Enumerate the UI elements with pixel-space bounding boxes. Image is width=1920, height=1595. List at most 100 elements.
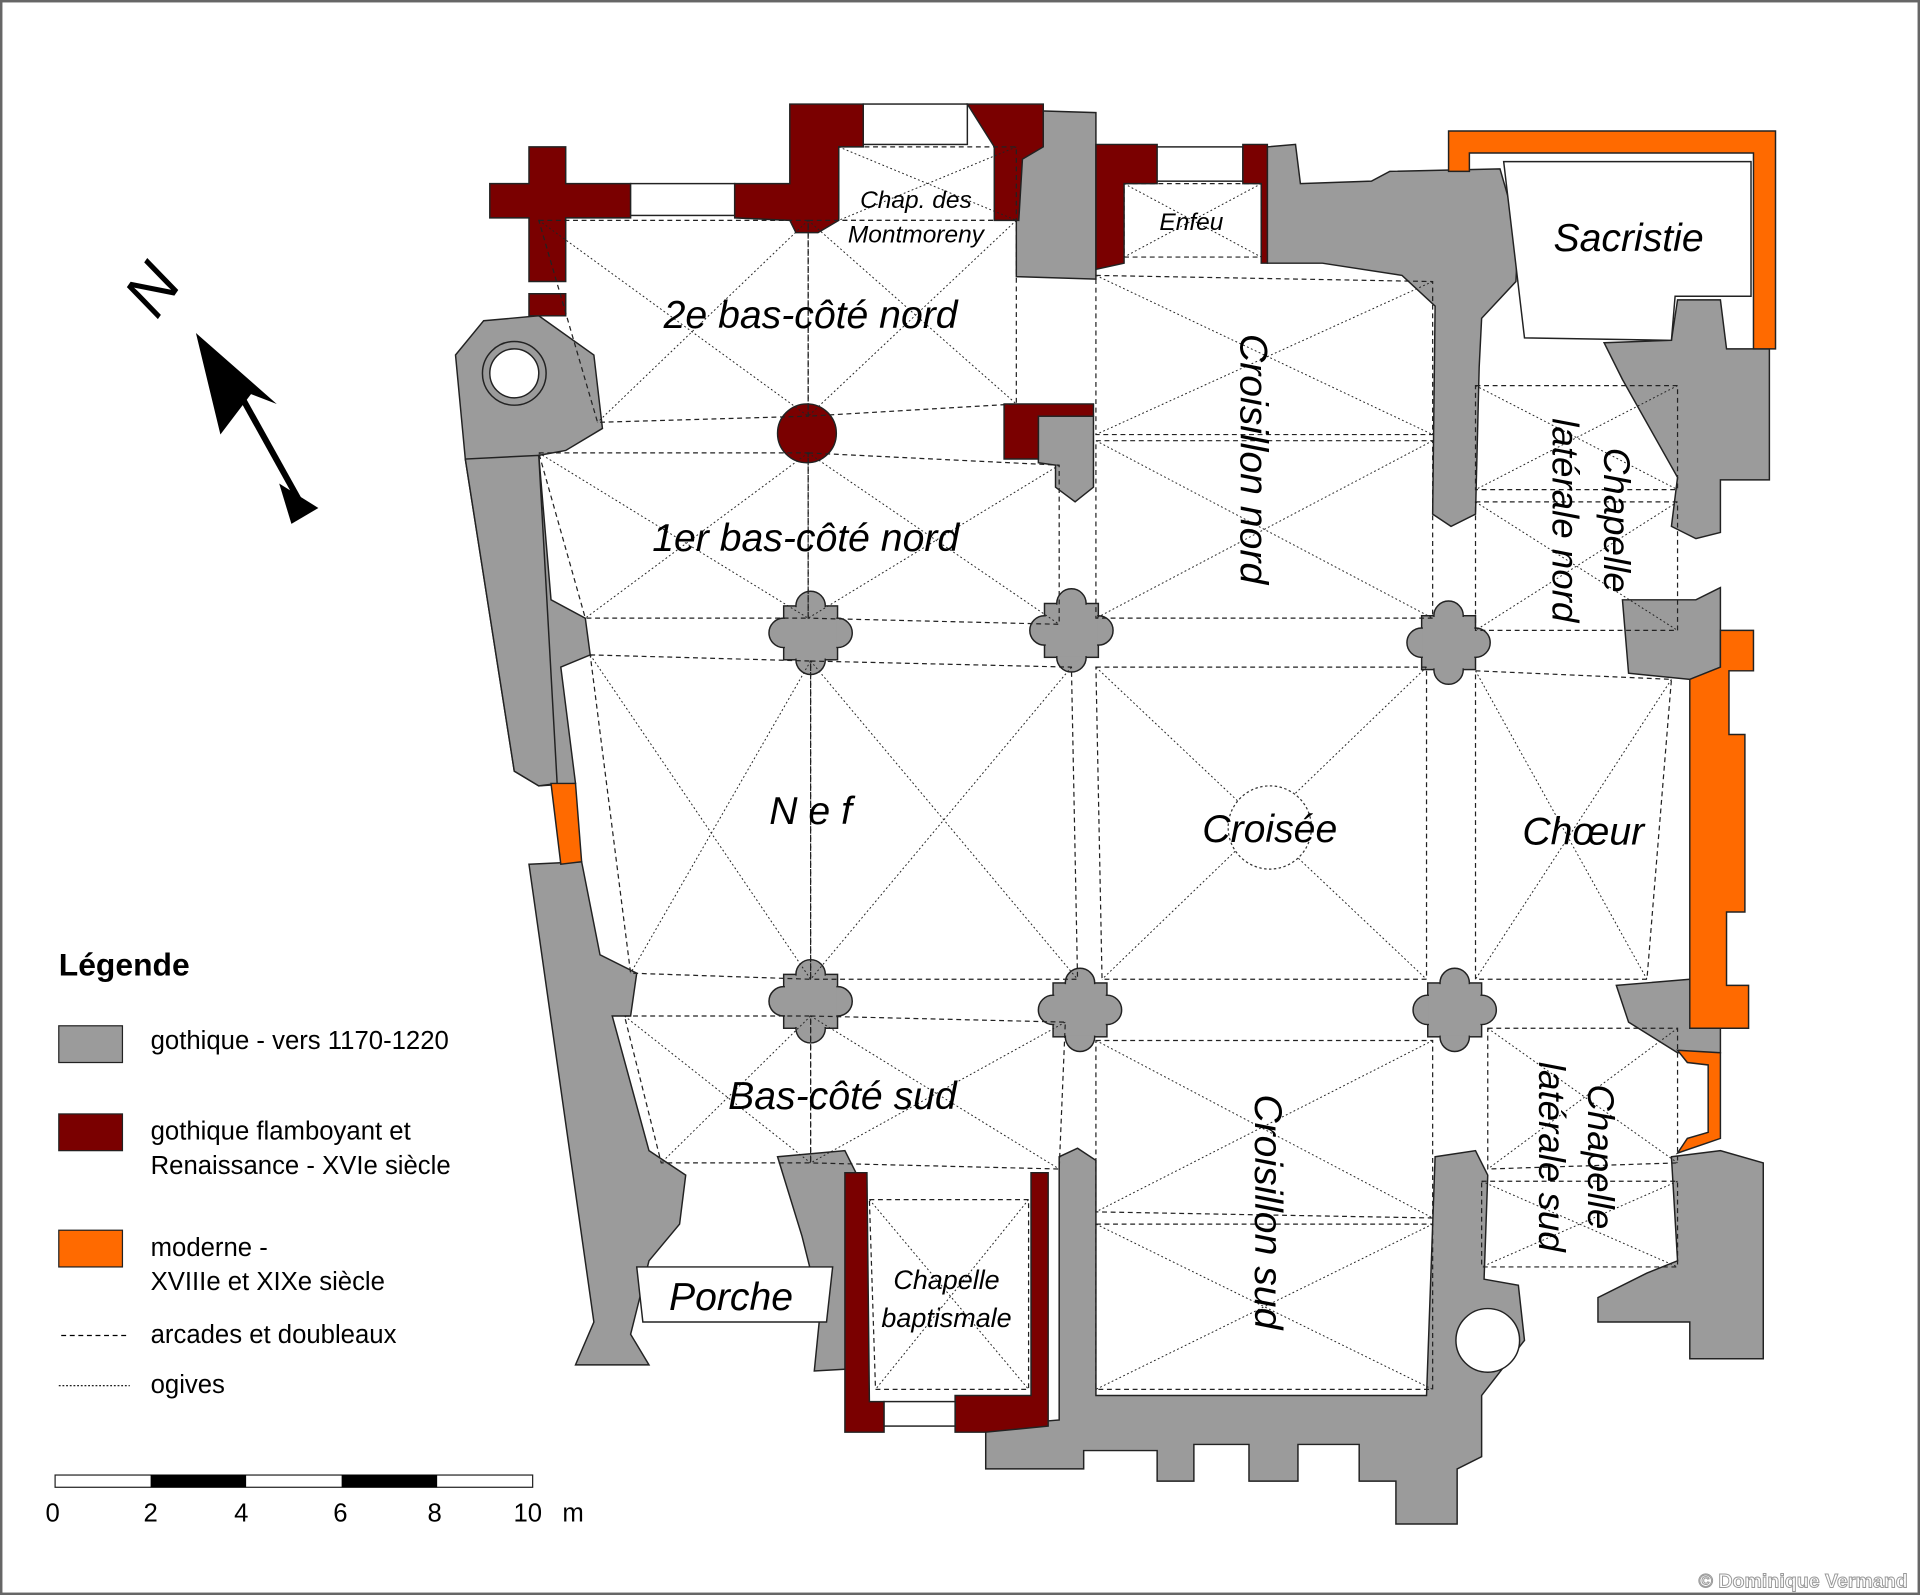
- label-chapelle-laterale-nord-1: Chapelle: [1596, 448, 1637, 593]
- pier-0: [768, 590, 853, 676]
- ogive-line: [875, 1199, 1029, 1390]
- vault-bay-17: [1481, 1180, 1679, 1268]
- ogive-line: [1487, 1027, 1678, 1164]
- scale-tick-4: 4: [234, 1500, 248, 1528]
- label-bas-cote-sud: Bas-côté sud: [728, 1075, 958, 1118]
- label-enfeu: Enfeu: [1159, 209, 1223, 236]
- legend-label-flamboyant-2: Renaissance - XVIe siècle: [151, 1152, 451, 1180]
- ogive-line: [1481, 1180, 1678, 1268]
- ogive-line: [1487, 1027, 1678, 1170]
- credit: © Dominique Vermand: [1699, 1571, 1908, 1593]
- legend-title: Légende: [59, 947, 190, 983]
- sacristie-room: [1502, 160, 1752, 342]
- ogive-line: [630, 660, 812, 974]
- ogive-line: [810, 1021, 1066, 1164]
- pier-4: [1037, 967, 1123, 1053]
- ogive-line: [869, 1199, 1029, 1390]
- ogive-line: [1095, 1040, 1433, 1213]
- north-arrow-head-icon: [195, 332, 277, 435]
- label-croisee: Croisée: [1202, 808, 1337, 851]
- label-chapelle-laterale-sud-1: Chapelle: [1580, 1084, 1621, 1229]
- ogive-line: [807, 464, 1060, 619]
- walls-moderne: [550, 130, 1777, 1155]
- label-1er-bas-cote-nord: 1er bas-côté nord: [652, 517, 960, 560]
- legend-label-moderne-2: XVIIIe et XIXe siècle: [151, 1268, 385, 1296]
- ogive-line: [538, 452, 809, 619]
- ogive-line: [1475, 501, 1678, 631]
- vault-bay-11: [1474, 501, 1679, 632]
- piers: [768, 588, 1498, 1053]
- vault-bay-9: [1095, 440, 1434, 619]
- scale-bar: 0 2 4 6 8 10 m: [46, 1474, 584, 1528]
- vault-bay-5: [810, 660, 1079, 980]
- ogive-line: [1475, 385, 1678, 491]
- scale-unit: m: [562, 1500, 583, 1528]
- vault-bay-7: [1474, 670, 1673, 980]
- vault-bay-3: [807, 452, 1060, 625]
- legend-label-arcades: arcades et doubleaux: [151, 1321, 397, 1349]
- ogive-line: [1475, 501, 1678, 631]
- vault-bay-4: [589, 654, 812, 980]
- ogive-line: [1095, 281, 1433, 436]
- legend-label-ogives: ogives: [151, 1371, 225, 1399]
- vault-bay-15: [1095, 1223, 1434, 1390]
- vault-bay-10: [1474, 384, 1679, 491]
- vault-bay-19: [838, 146, 1017, 221]
- pier-2: [1406, 600, 1491, 686]
- label-nef: N e f: [769, 790, 856, 833]
- label-croisillon-nord: Croisillon nord: [1231, 334, 1274, 585]
- ogive-line: [624, 1015, 811, 1164]
- ogive-line: [1475, 385, 1678, 491]
- scale-tick-6: 6: [333, 1500, 347, 1528]
- ogive-line: [1095, 1040, 1433, 1219]
- label-choeur: Chœur: [1522, 811, 1646, 854]
- label-sacristie: Sacristie: [1553, 217, 1703, 260]
- ogive-line: [1095, 274, 1433, 435]
- porche-room: [635, 1266, 834, 1323]
- ogive-line: [1123, 183, 1262, 258]
- ogive-line: [807, 219, 1017, 405]
- ogive-line: [1475, 670, 1648, 980]
- label-croisillon-sud: Croisillon sud: [1246, 1094, 1289, 1330]
- ogive-line: [810, 1015, 1060, 1170]
- ogive-line: [660, 1015, 811, 1164]
- legend-label-flamboyant-1: gothique flamboyant et: [151, 1118, 411, 1146]
- ogive-line: [807, 452, 1060, 625]
- vault-bay-2: [537, 452, 809, 619]
- pier-1: [1029, 588, 1114, 673]
- label-porche: Porche: [669, 1276, 793, 1319]
- legend: Légende gothique - vers 1170-1220 gothiq…: [58, 947, 451, 1399]
- legend-label-moderne-1: moderne -: [151, 1234, 268, 1262]
- legend-swatch-flamboyant: [58, 1113, 124, 1152]
- scale-tick-8: 8: [428, 1500, 442, 1528]
- ogive-line: [597, 219, 809, 423]
- ogive-line: [585, 452, 809, 619]
- walls-flamboyant: [489, 103, 1269, 1433]
- label-2e-bas-cote-nord: 2e bas-côté nord: [663, 294, 959, 337]
- pier-5: [1412, 967, 1498, 1053]
- ogive-line: [807, 219, 1017, 417]
- legend-swatch-moderne: [58, 1229, 124, 1268]
- scale-tick-10: 10: [513, 1500, 542, 1528]
- ogive-line: [810, 666, 1072, 980]
- vault-bay-12: [623, 1015, 812, 1164]
- north-arrow-tail-icon: [279, 483, 319, 524]
- label-chap-montmoreny-2: Montmoreny: [848, 221, 986, 248]
- label-chapelle-baptismale-2: baptismale: [881, 1303, 1011, 1333]
- vault-bay-16: [1487, 1027, 1679, 1170]
- vault-bay-18: [868, 1199, 1030, 1390]
- legend-swatch-gothique: [58, 1025, 124, 1064]
- room-labels: Chap. des Montmoreny Enfeu Sacristie 2e …: [652, 187, 1703, 1333]
- chapel-bottom-window: [883, 1400, 956, 1427]
- label-chapelle-laterale-sud-2: latérale sud: [1531, 1062, 1572, 1253]
- legend-label-gothique: gothique - vers 1170-1220: [151, 1027, 449, 1055]
- ogive-line: [810, 660, 1078, 980]
- north-arrow-shaft: [236, 390, 303, 504]
- label-chapelle-baptismale-1: Chapelle: [893, 1265, 999, 1295]
- vault-bay-8: [1095, 274, 1434, 436]
- croisee-keystone: [1227, 785, 1313, 870]
- label-chapelle-laterale-nord-2: latérale nord: [1545, 418, 1586, 624]
- ogive-line: [1095, 440, 1433, 619]
- ogive-line: [589, 654, 812, 980]
